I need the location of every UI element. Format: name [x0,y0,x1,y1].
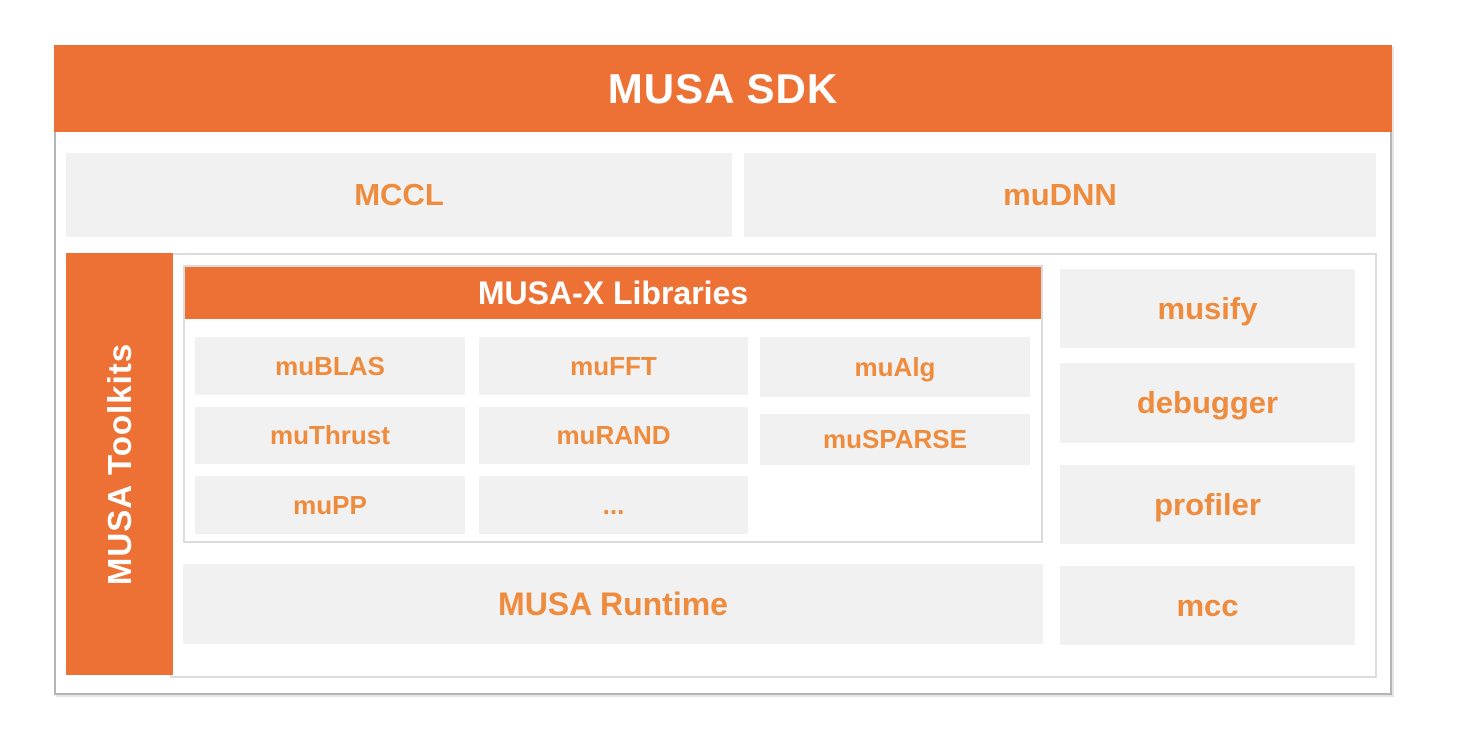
block-mccl: MCCL [66,153,732,237]
block-mublas: muBLAS [195,337,465,395]
block-mupp-label: muPP [293,489,367,520]
toolkits-side-bar: MUSA Toolkits [66,253,173,675]
block-musify-label: musify [1157,290,1258,326]
sdk-title: MUSA SDK [607,64,839,112]
block-ellipsis-label: ... [602,489,625,520]
musax-libraries-box: MUSA-X Libraries muBLAS muFFT muAlg muTh… [183,265,1043,543]
block-mudnn: muDNN [744,153,1376,237]
block-musparse-label: muSPARSE [823,424,967,454]
block-musa-runtime-label: MUSA Runtime [498,585,728,622]
block-mualg: muAlg [760,337,1030,397]
block-mupp: muPP [195,476,465,534]
toolkits-label: MUSA Toolkits [100,342,138,586]
block-mcc-label: mcc [1176,587,1239,623]
block-ellipsis: ... [479,476,748,534]
sdk-title-banner: MUSA SDK [54,45,1392,132]
block-musify: musify [1060,269,1355,348]
block-mufft: muFFT [479,337,748,395]
musax-libraries-header: MUSA-X Libraries [185,267,1041,319]
block-murand-label: muRAND [556,420,671,450]
block-debugger: debugger [1060,363,1355,443]
block-mualg-label: muAlg [854,351,936,382]
musax-libraries-title: MUSA-X Libraries [477,274,749,311]
block-mufft-label: muFFT [570,350,657,381]
block-musparse: muSPARSE [760,414,1030,465]
block-muthrust-label: muThrust [270,420,390,450]
block-mcc: mcc [1060,566,1355,645]
block-mudnn-label: muDNN [1003,177,1117,212]
block-profiler: profiler [1060,465,1355,544]
block-mccl-label: MCCL [354,177,444,212]
block-mublas-label: muBLAS [275,350,385,381]
block-musa-runtime: MUSA Runtime [183,564,1043,644]
block-debugger-label: debugger [1136,385,1279,420]
block-murand: muRAND [479,407,748,464]
block-muthrust: muThrust [195,407,465,464]
block-profiler-label: profiler [1154,486,1261,522]
